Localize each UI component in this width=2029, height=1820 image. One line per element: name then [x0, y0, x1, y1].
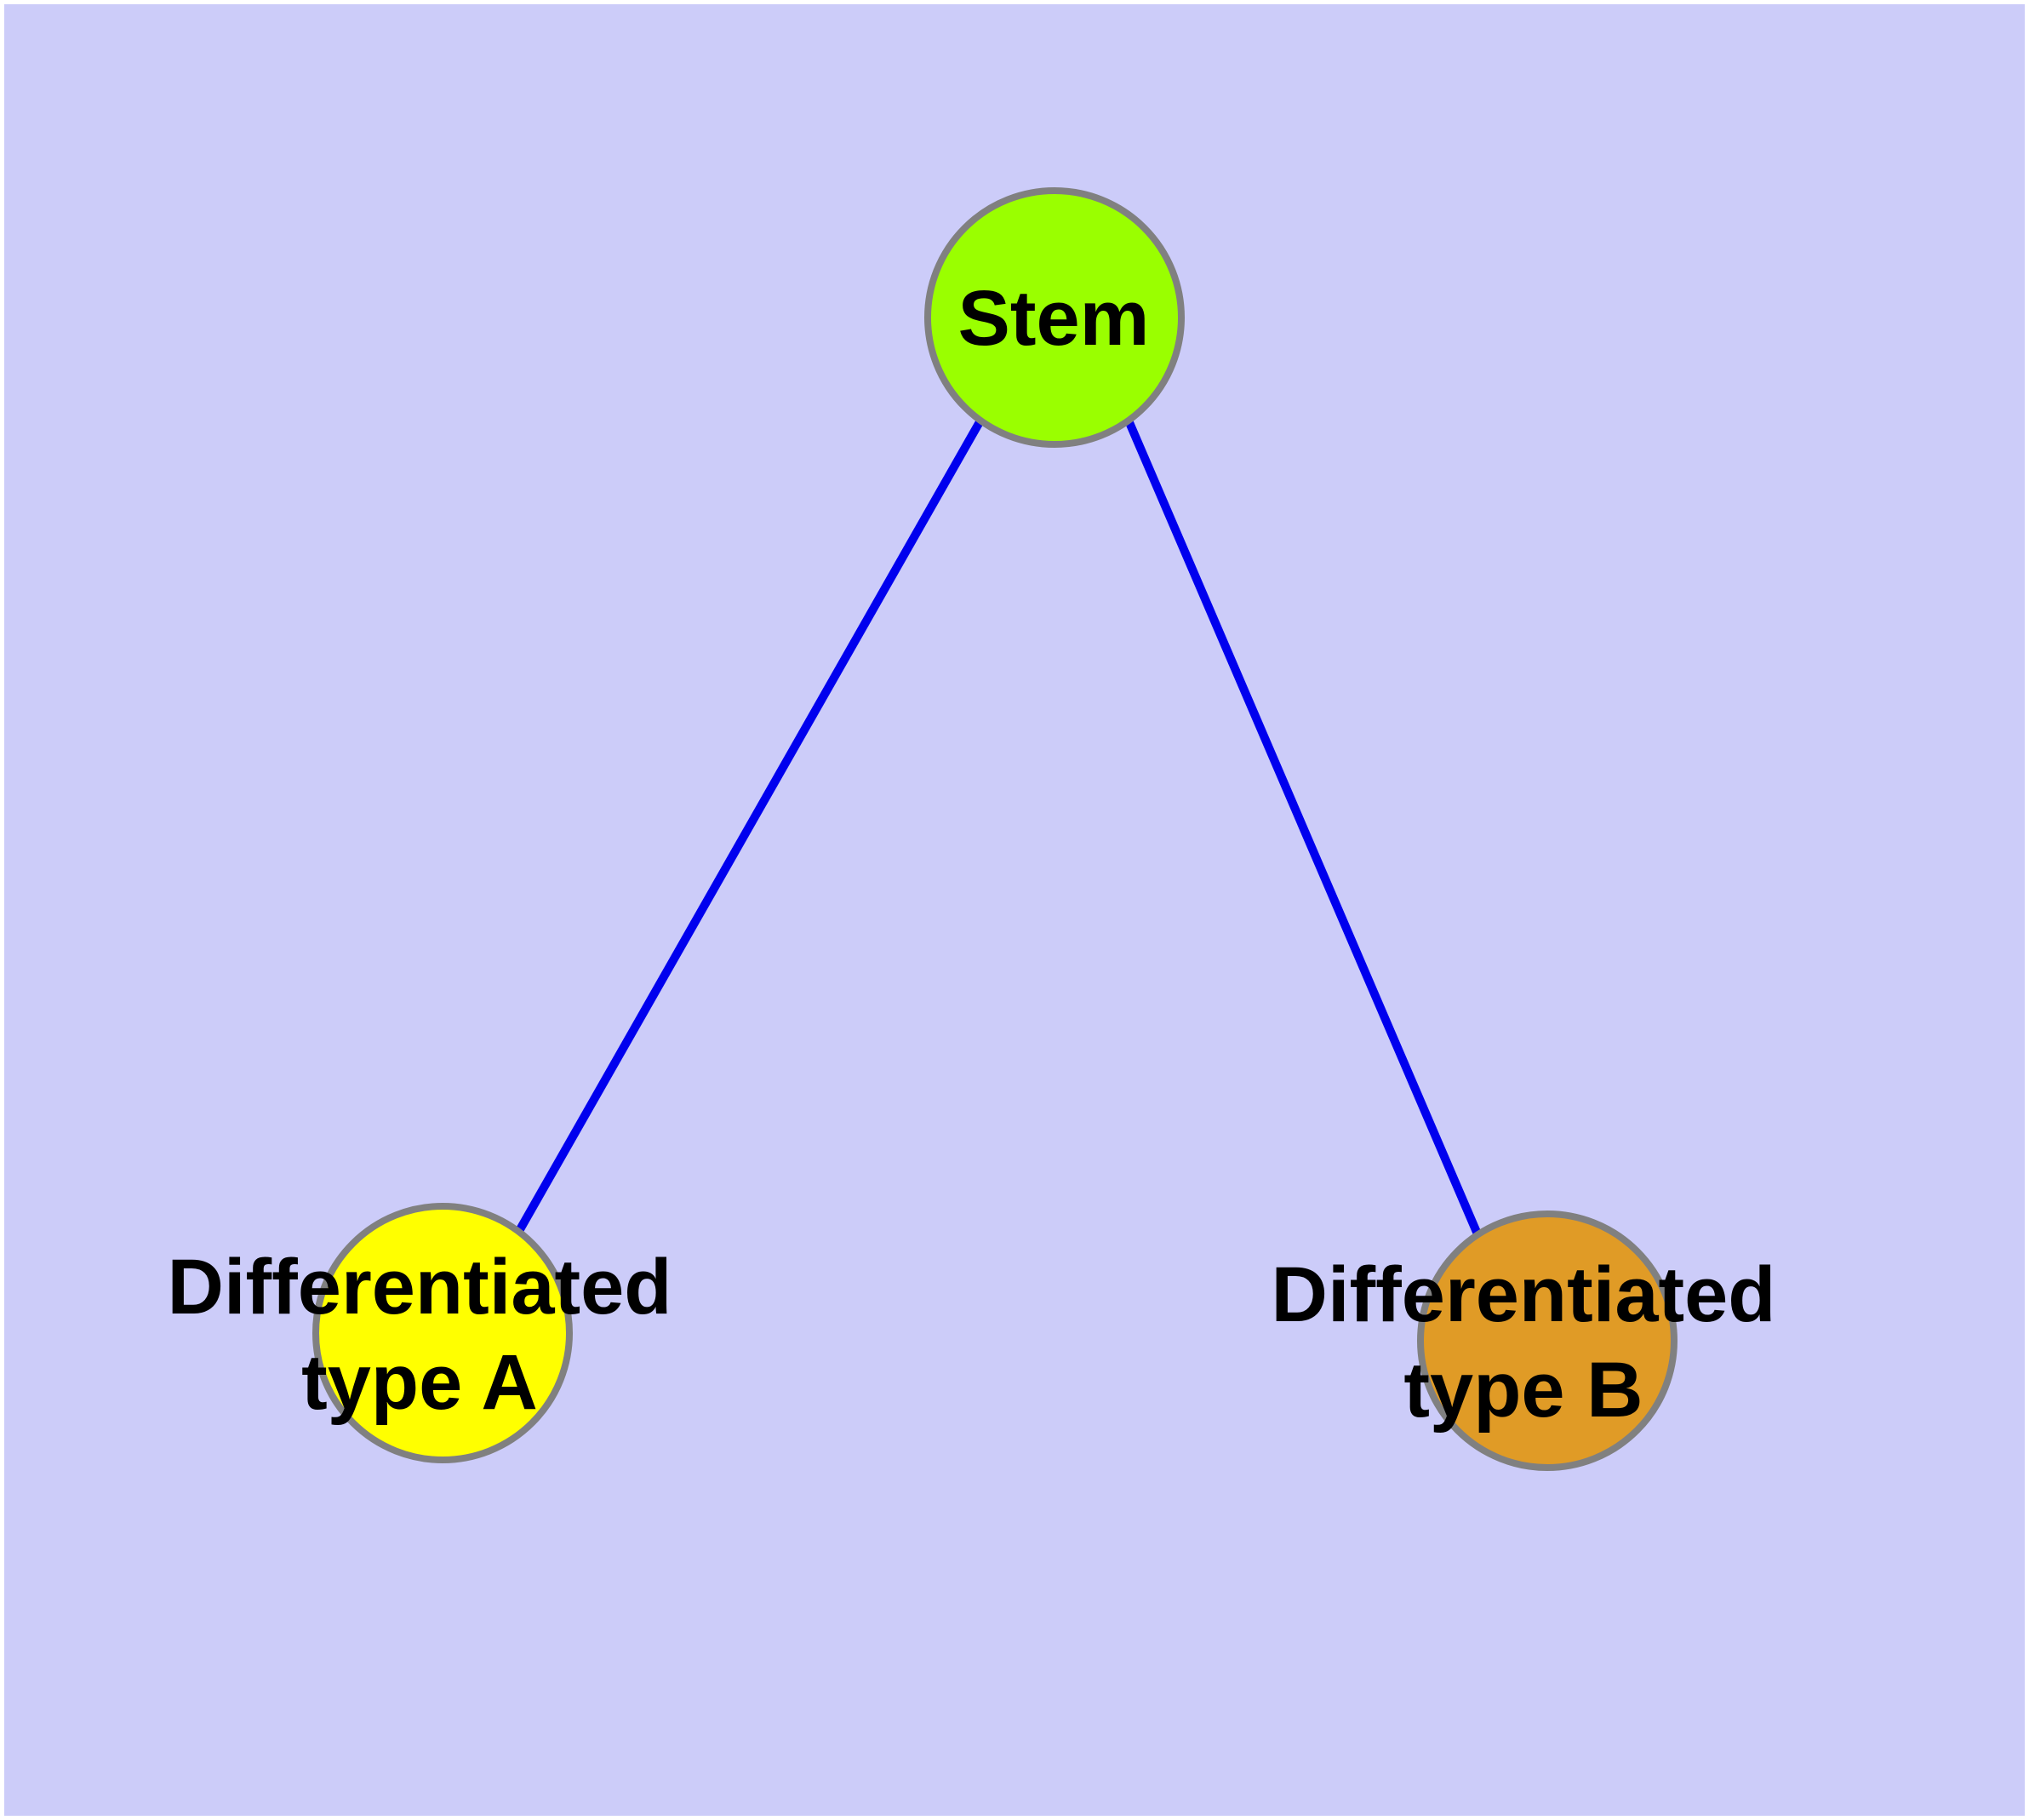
nodes-group: [312, 187, 1677, 1471]
node-stem[interactable]: [924, 187, 1185, 448]
node-label-diff-b: Differentiated type B: [1272, 1251, 1776, 1434]
node-label-line: Differentiated: [1272, 1251, 1776, 1338]
edge-stem-to-diff-a[interactable]: [515, 418, 985, 1233]
node-label-line: Differentiated: [168, 1244, 672, 1331]
node-label-line: type A: [301, 1339, 538, 1426]
node-diff-b[interactable]: [1417, 1210, 1677, 1471]
edge-stem-to-diff-b[interactable]: [1124, 419, 1483, 1238]
node-label-line: Stem: [958, 275, 1150, 362]
node-diff-a[interactable]: [312, 1203, 573, 1463]
edges-group: [515, 418, 1483, 1238]
node-label-line: type B: [1403, 1347, 1643, 1434]
node-label-stem: Stem: [958, 275, 1150, 362]
